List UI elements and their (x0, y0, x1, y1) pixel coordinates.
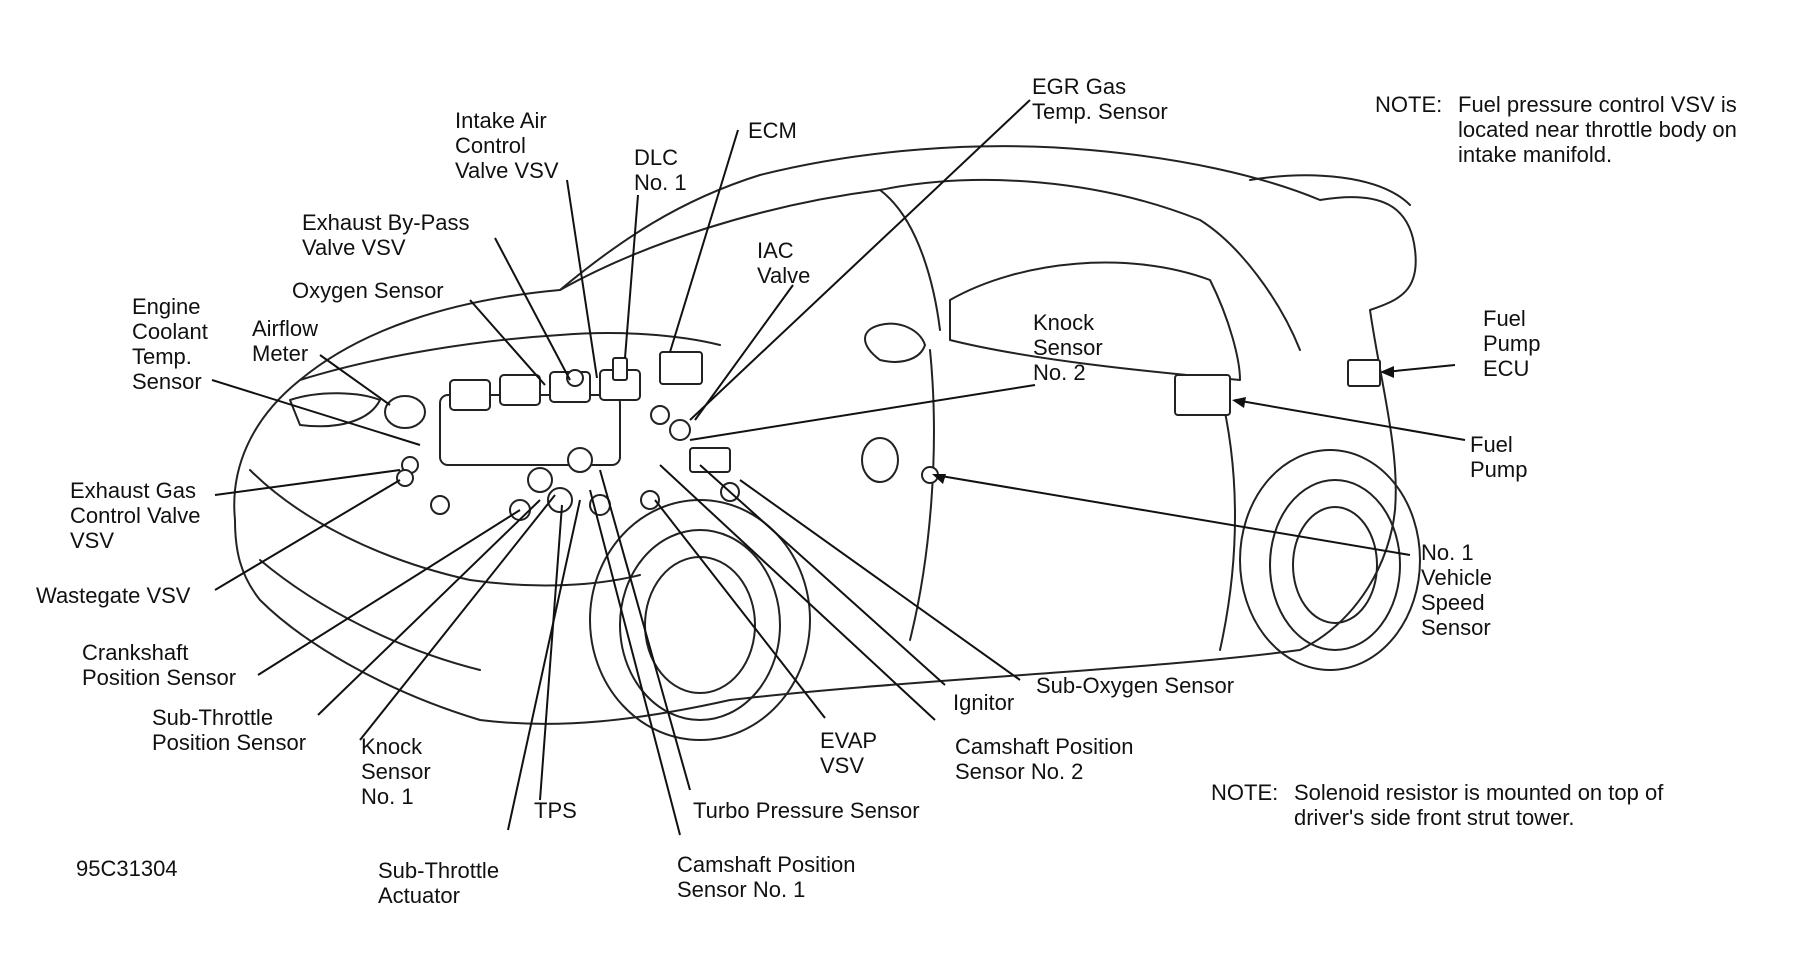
label-exhaust-bypass-vsv: Exhaust By-Pass Valve VSV (302, 210, 470, 260)
front-lower (259, 559, 481, 671)
front-wheel-arch (589, 499, 811, 741)
leader-lines (211, 99, 1466, 836)
ignitor-part (689, 447, 731, 473)
label-ecm: ECM (748, 118, 797, 143)
bottom-note-head: NOTE: (1211, 780, 1279, 805)
rear-spoiler (1249, 174, 1411, 206)
roof-line (879, 179, 1301, 351)
airflow-meter-part (384, 395, 426, 429)
front-wheel (619, 529, 781, 721)
ecm-part (659, 351, 703, 385)
label-knock-sensor-1: Knock Sensor No. 1 (361, 734, 431, 809)
label-tps: TPS (534, 798, 577, 823)
label-camshaft-1: Camshaft Position Sensor No. 1 (677, 852, 856, 902)
label-knock-sensor-2: Knock Sensor No. 2 (1033, 310, 1103, 385)
label-fuel-pump-ecu: Fuel Pump ECU (1483, 306, 1541, 381)
label-iac-valve: IAC Valve (757, 238, 811, 288)
windshield (559, 189, 941, 331)
fuel-pump-ecu-part (1347, 359, 1381, 387)
side-mirror (864, 322, 926, 363)
label-ignitor: Ignitor (953, 690, 1015, 715)
rear-wheel (1269, 479, 1401, 651)
rear-wheel-arch (1239, 449, 1421, 671)
label-camshaft-2: Camshaft Position Sensor No. 2 (955, 734, 1134, 784)
bottom-note-body: Solenoid resistor is mounted on top of d… (1294, 780, 1664, 830)
top-note-body: Fuel pressure control VSV is located nea… (1458, 92, 1737, 167)
dlc-part (612, 357, 628, 381)
label-oxygen-sensor: Oxygen Sensor (292, 278, 444, 303)
label-sub-throttle-pos: Sub-Throttle Position Sensor (152, 705, 307, 755)
label-turbo-pressure: Turbo Pressure Sensor (693, 798, 920, 823)
arrowheads (932, 366, 1394, 484)
label-evap-vsv: EVAP VSV (820, 728, 878, 778)
door-line (909, 349, 935, 641)
side-window (949, 261, 1241, 381)
label-dlc: DLC No. 1 (634, 145, 687, 195)
fuel-pump-part (1174, 374, 1231, 416)
label-crankshaft: Crankshaft Position Sensor (82, 640, 237, 690)
headlight (289, 392, 381, 428)
front-bumper (249, 469, 641, 587)
figure-id: 95C31304 (76, 856, 178, 881)
label-intake-air-vsv: Intake Air Control Valve VSV (455, 108, 559, 183)
label-egr-sensor: EGR Gas Temp. Sensor (1032, 74, 1168, 124)
label-sub-throttle-act: Sub-Throttle Actuator (378, 858, 500, 908)
door-line-rear (1219, 389, 1236, 651)
top-note-head: NOTE: (1375, 92, 1443, 117)
label-fuel-pump: Fuel Pump (1470, 432, 1528, 482)
label-airflow-meter: Airflow Meter (252, 316, 319, 366)
relay-part (861, 437, 899, 483)
label-sub-oxygen: Sub-Oxygen Sensor (1036, 673, 1235, 698)
car-body-outline (233, 145, 1417, 725)
label-exhaust-gas-vsv: Exhaust Gas Control Valve VSV (70, 478, 201, 553)
label-engine-coolant: Engine Coolant Temp. Sensor (132, 294, 208, 394)
label-wastegate-vsv: Wastegate VSV (36, 583, 191, 608)
label-vehicle-speed: No. 1 Vehicle Speed Sensor (1421, 540, 1492, 640)
